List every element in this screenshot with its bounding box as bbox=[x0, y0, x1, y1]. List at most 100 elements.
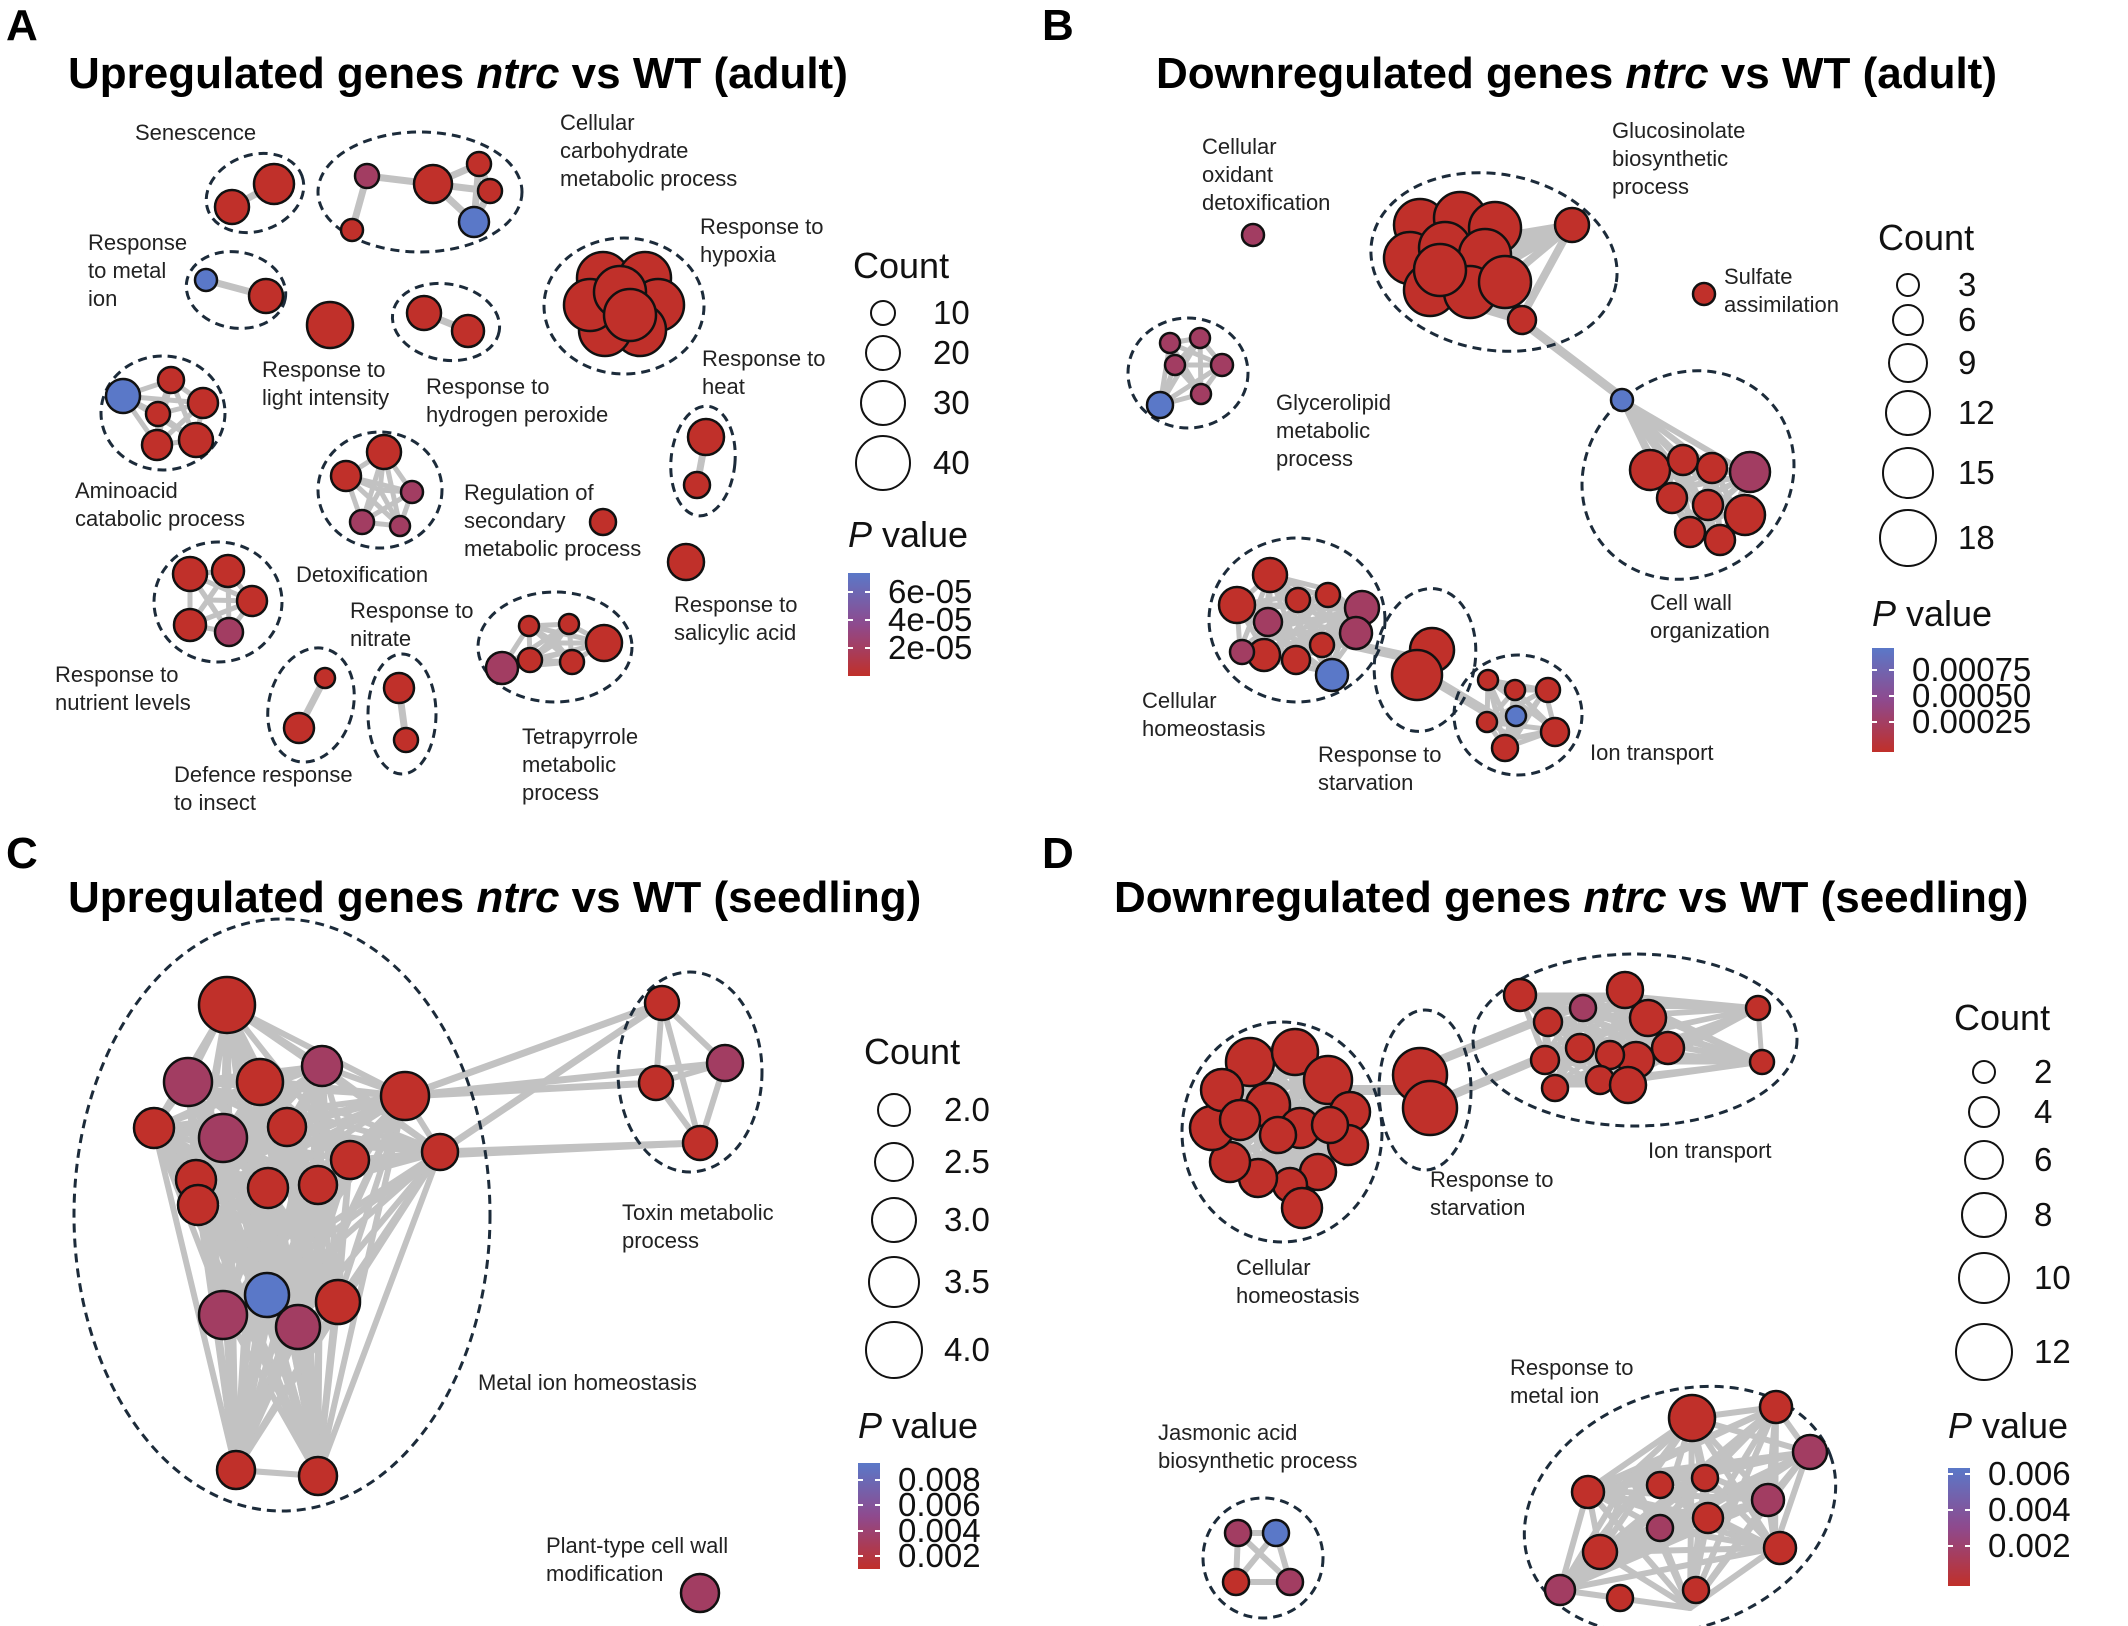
network-node bbox=[172, 607, 208, 643]
count-legend-title: Count bbox=[864, 1031, 960, 1072]
network-node bbox=[1228, 638, 1256, 666]
network-node bbox=[1251, 556, 1289, 594]
network-node bbox=[1762, 1530, 1798, 1566]
network-node bbox=[246, 1166, 290, 1210]
count-legend-value: 2 bbox=[2034, 1053, 2052, 1090]
count-legend-value: 3.0 bbox=[944, 1201, 990, 1238]
network-node bbox=[1477, 254, 1533, 310]
network-node bbox=[1690, 1463, 1720, 1493]
cluster-outline bbox=[99, 354, 227, 472]
network-node bbox=[156, 365, 186, 395]
network-node bbox=[1748, 1048, 1776, 1076]
count-legend-value: 30 bbox=[933, 384, 970, 421]
panel-title-c: Upregulated genes ntrc vs WT (seedling) bbox=[68, 873, 921, 922]
cluster-outline bbox=[366, 652, 438, 776]
network-node bbox=[666, 542, 706, 582]
cluster-outline bbox=[542, 236, 706, 376]
network-node bbox=[1728, 450, 1772, 494]
network-node bbox=[197, 1112, 249, 1164]
pvalue-legend-tick: 0.004 bbox=[1988, 1491, 2071, 1528]
count-legend-circle bbox=[1896, 273, 1920, 297]
network-node bbox=[213, 188, 251, 226]
network-node bbox=[235, 584, 269, 618]
network-node bbox=[132, 1106, 176, 1150]
network-edge bbox=[347, 1140, 703, 1163]
count-legend-value: 2.5 bbox=[944, 1143, 990, 1180]
network-node bbox=[1673, 515, 1707, 549]
network-node bbox=[197, 975, 257, 1035]
network-edge bbox=[1234, 602, 1358, 638]
count-legend-circle bbox=[1964, 1140, 2004, 1180]
network-node bbox=[420, 1132, 460, 1172]
count-legend-value: 4 bbox=[2034, 1093, 2052, 1130]
pvalue-legend-tick: 2e-05 bbox=[888, 629, 972, 666]
network-node bbox=[1681, 1575, 1711, 1605]
panel-letter-c: C bbox=[6, 829, 38, 878]
pvalue-legend-tick: 0.006 bbox=[1988, 1455, 2071, 1492]
count-legend-circle bbox=[1961, 1192, 2007, 1238]
network-node bbox=[1209, 352, 1235, 378]
network-node bbox=[1744, 994, 1772, 1022]
network-node bbox=[1605, 1583, 1635, 1613]
network-node bbox=[1564, 1032, 1596, 1064]
network-edge bbox=[1435, 1015, 1545, 1065]
count-legend-circle bbox=[1968, 1096, 2000, 1128]
network-node bbox=[681, 1124, 719, 1162]
cluster-outline bbox=[1201, 1496, 1325, 1620]
network-node bbox=[313, 666, 337, 690]
network-node bbox=[353, 162, 381, 190]
pvalue-legend-tick: 4e-05 bbox=[888, 601, 972, 638]
count-legend-value: 20 bbox=[933, 334, 970, 371]
network-edge bbox=[1772, 1404, 1779, 1551]
network-node bbox=[705, 1043, 745, 1083]
network-node bbox=[177, 421, 215, 459]
network-node bbox=[1539, 716, 1571, 748]
network-node bbox=[1280, 644, 1312, 676]
network-node bbox=[1218, 1098, 1262, 1142]
network-node bbox=[235, 1057, 285, 1107]
count-legend-circle bbox=[868, 1256, 920, 1308]
network-edge bbox=[1617, 992, 1761, 1011]
network-node bbox=[1568, 993, 1598, 1023]
network-node bbox=[1608, 1065, 1648, 1105]
pvalue-legend-tick: 0.00025 bbox=[1912, 703, 2031, 740]
network-node bbox=[1534, 676, 1562, 704]
network-node bbox=[171, 555, 209, 593]
cluster-outline bbox=[1369, 171, 1619, 353]
network-node bbox=[1314, 657, 1350, 693]
cluster-label-detoxification: Detoxification bbox=[296, 562, 428, 587]
network-node bbox=[339, 217, 365, 243]
pvalue-legend-title: P value bbox=[1948, 1405, 2068, 1446]
network-node bbox=[1258, 1115, 1298, 1155]
network-node bbox=[1691, 488, 1725, 522]
network-node bbox=[1645, 1513, 1675, 1543]
network-node bbox=[1221, 1567, 1251, 1597]
count-legend-value: 4.0 bbox=[944, 1331, 990, 1368]
network-node bbox=[557, 612, 581, 636]
network-node bbox=[1189, 382, 1213, 406]
network-edge bbox=[1557, 1545, 1778, 1593]
network-node bbox=[1503, 678, 1527, 702]
network-node bbox=[1240, 222, 1266, 248]
cluster-outline bbox=[669, 404, 737, 518]
cluster-outline bbox=[1180, 1020, 1384, 1244]
network-node bbox=[1723, 493, 1767, 537]
cluster-outline bbox=[316, 130, 524, 254]
network-node bbox=[365, 433, 403, 471]
count-legend-value: 15 bbox=[1958, 454, 1995, 491]
pvalue-colorbar bbox=[848, 573, 870, 676]
network-node bbox=[162, 1056, 214, 1108]
network-node bbox=[1310, 1105, 1350, 1145]
